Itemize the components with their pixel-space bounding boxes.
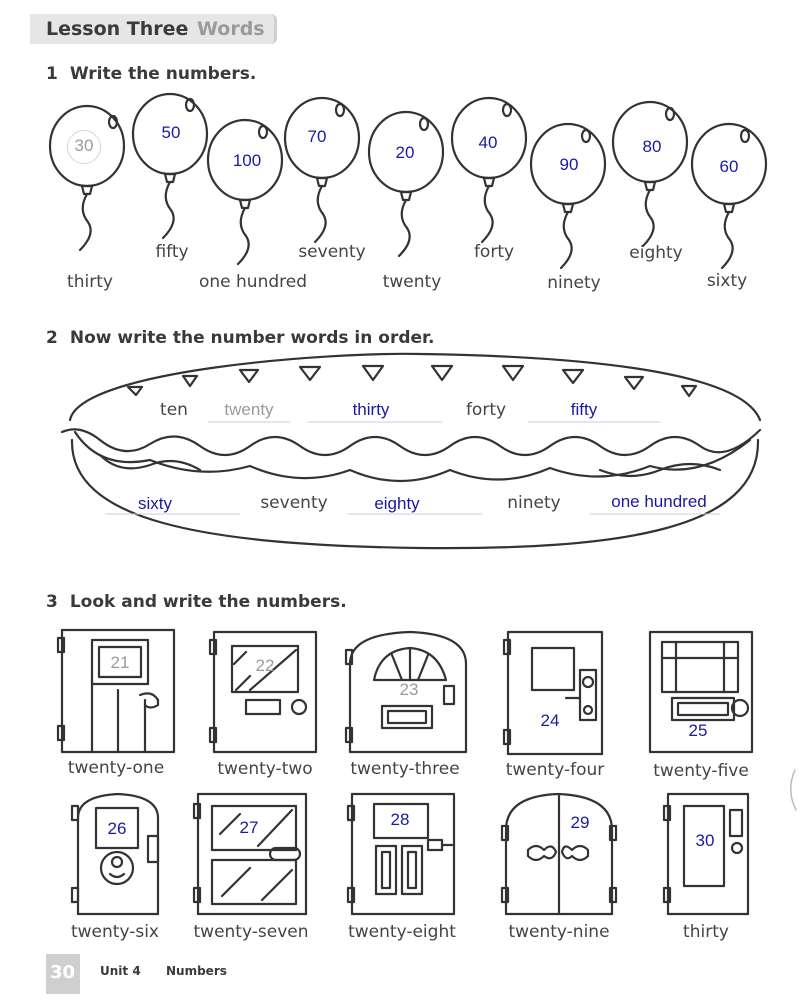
doors-art <box>56 628 754 756</box>
exercise-instruction: Write the numbers. <box>69 64 257 84</box>
balloon-word: ninety <box>547 273 601 293</box>
door-answer-sample[interactable]: 23 <box>399 680 419 699</box>
door-word: twenty-four <box>505 760 605 780</box>
balloon-word: sixty <box>706 271 748 291</box>
balloon-answer[interactable]: 90 <box>559 155 579 174</box>
balloon-word: one hundred <box>198 272 308 292</box>
door-word: twenty-six <box>70 922 160 942</box>
balloon-answer[interactable]: 80 <box>642 137 662 156</box>
door-answer[interactable]: 27 <box>239 818 259 837</box>
balloon-word: eighty <box>629 243 683 263</box>
door-answer[interactable]: 28 <box>390 810 410 829</box>
door-answer-sample[interactable]: 22 <box>255 656 275 675</box>
balloon-icon <box>283 96 361 244</box>
balloon-icon <box>690 122 768 270</box>
sandwich-art <box>60 352 762 550</box>
balloon-answer[interactable]: 50 <box>161 123 181 142</box>
balloon-icon <box>367 110 445 258</box>
page-number-box: 30 <box>46 954 80 994</box>
doors-art-row2 <box>70 792 750 916</box>
balloon-answer[interactable]: 20 <box>395 143 415 162</box>
balloon-answer[interactable]: 70 <box>307 127 327 146</box>
page-edge-mark <box>790 769 797 811</box>
balloon-icon <box>48 104 126 252</box>
order-word-answer[interactable]: one hundred <box>611 492 707 511</box>
answer-bubble <box>67 130 101 164</box>
order-word-answer[interactable]: sixty <box>138 494 172 513</box>
balloon-answer[interactable]: 100 <box>232 151 262 170</box>
lesson-title: Lesson Three <box>46 18 189 40</box>
order-word-answer[interactable]: thirty <box>352 400 390 419</box>
door-answer[interactable]: 25 <box>688 721 708 740</box>
page-number: 30 <box>50 962 76 983</box>
footer-title: Numbers <box>166 964 227 978</box>
order-word-given: forty <box>465 400 507 420</box>
exercise-instruction: Look and write the numbers. <box>69 592 347 612</box>
balloon-word: twenty <box>382 272 442 292</box>
exercise-number: 3 <box>46 592 58 612</box>
balloon-icon <box>450 96 528 244</box>
exercise-3-heading: 3 Look and write the numbers. <box>46 592 347 612</box>
order-word-answer[interactable]: eighty <box>374 494 420 513</box>
order-word-given: seventy <box>260 493 328 513</box>
balloon-word: seventy <box>298 242 366 262</box>
balloons-art <box>48 92 768 270</box>
balloon-answer[interactable]: 40 <box>478 133 498 152</box>
door-word: twenty-seven <box>193 922 309 942</box>
order-word-given: ninety <box>507 493 561 513</box>
balloon-icon <box>529 122 607 270</box>
door-word: twenty-five <box>653 761 749 781</box>
balloon-word: fifty <box>155 242 189 262</box>
exercise-instruction: Now write the number words in order. <box>69 328 435 348</box>
order-word-sample[interactable]: twenty <box>224 400 274 419</box>
exercise-number: 2 <box>46 328 58 348</box>
door-answer-sample[interactable]: 21 <box>110 653 130 672</box>
door-word: twenty-nine <box>508 922 610 942</box>
footer-unit: Unit 4 <box>100 964 141 978</box>
balloon-answer-sample[interactable]: 30 <box>74 136 94 155</box>
door-word: twenty-eight <box>348 922 456 942</box>
door-answer[interactable]: 26 <box>107 819 127 838</box>
section-title: Words <box>197 18 265 40</box>
door-word: twenty-three <box>350 759 460 779</box>
balloon-icon <box>611 100 689 248</box>
answer-lines <box>105 421 721 515</box>
balloon-word: thirty <box>67 272 113 292</box>
balloon-answer[interactable]: 60 <box>719 157 739 176</box>
lesson-header: Lesson Three Words <box>30 14 277 44</box>
balloon-word: forty <box>473 242 515 262</box>
door-word: twenty-one <box>67 758 165 778</box>
balloon-icon <box>131 92 209 240</box>
balloon-icon <box>206 118 284 266</box>
door-answer[interactable]: 24 <box>540 711 560 730</box>
exercise-2-heading: 2 Now write the number words in order. <box>46 328 434 348</box>
door-word: twenty-two <box>217 759 313 779</box>
door-word: thirty <box>683 922 729 942</box>
exercise-number: 1 <box>46 64 58 84</box>
order-word-answer[interactable]: fifty <box>570 400 598 419</box>
door-answer[interactable]: 30 <box>695 831 715 850</box>
door-answer[interactable]: 29 <box>570 813 590 832</box>
exercise-1-heading: 1 Write the numbers. <box>46 64 256 84</box>
order-word-given: ten <box>160 400 188 420</box>
